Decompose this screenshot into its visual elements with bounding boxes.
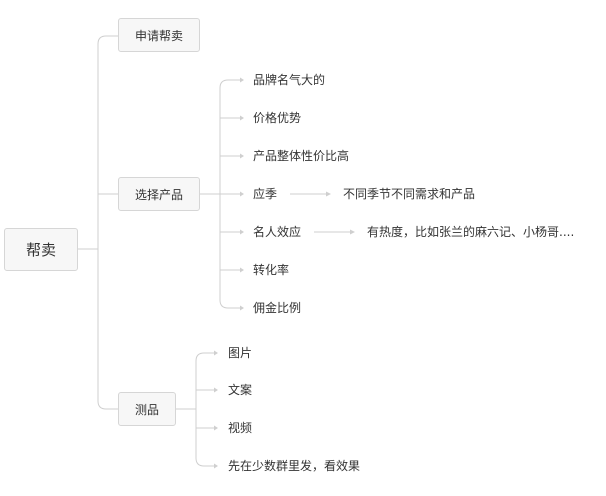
- leaf-image[interactable]: 图片: [228, 346, 253, 360]
- leaf-arrow: [240, 153, 244, 159]
- connector-select-products: [200, 79, 240, 309]
- leaf-arrow: [214, 425, 218, 431]
- leaf-celebrity-effect[interactable]: 名人效应: [253, 225, 302, 239]
- leaf-arrow: [240, 305, 244, 311]
- leaf-arrow: [240, 191, 244, 197]
- root-label: 帮卖: [25, 241, 56, 259]
- leaf-arrow: [240, 77, 244, 83]
- leaf-copy[interactable]: 文案: [228, 383, 253, 397]
- leaf-value-for-money[interactable]: 产品整体性价比高: [253, 149, 350, 163]
- leaf-commission-ratio[interactable]: 佣金比例: [253, 301, 302, 315]
- connector-test-products: [176, 352, 214, 467]
- leaf-arrow: [214, 350, 218, 356]
- leaf-seasonal[interactable]: 应季: [253, 187, 278, 201]
- root-node[interactable]: 帮卖: [4, 228, 78, 271]
- branch-node-select-products[interactable]: 选择产品: [118, 177, 200, 211]
- leaf-price-advantage[interactable]: 价格优势: [253, 111, 302, 125]
- arrow-celebrity-note: [350, 229, 355, 235]
- branch-label: 申请帮卖: [134, 28, 183, 43]
- arrow-season-note: [326, 191, 331, 197]
- leaf-arrow: [240, 229, 244, 235]
- leaf-arrow: [240, 115, 244, 121]
- branch-node-test-products[interactable]: 测品: [118, 392, 176, 426]
- leaf-test-in-groups[interactable]: 先在少数群里发，看效果: [228, 459, 361, 473]
- branch-label: 选择产品: [134, 187, 183, 202]
- leaf-arrow: [240, 267, 244, 273]
- leaf-arrow: [214, 387, 218, 393]
- leaf-arrow: [214, 463, 218, 469]
- branch-label: 测品: [134, 402, 159, 417]
- leaf-conversion-rate[interactable]: 转化率: [253, 263, 290, 277]
- note-seasonal[interactable]: 不同季节不同需求和产品: [343, 187, 476, 201]
- connector-trunk: [97, 35, 118, 410]
- leaf-video[interactable]: 视频: [228, 421, 253, 435]
- branch-node-apply[interactable]: 申请帮卖: [118, 18, 200, 52]
- note-celebrity-effect[interactable]: 有热度，比如张兰的麻六记、小杨哥....: [367, 225, 575, 239]
- leaf-brand-fame[interactable]: 品牌名气大的: [253, 73, 326, 87]
- leaf-arrow-group: [214, 77, 244, 469]
